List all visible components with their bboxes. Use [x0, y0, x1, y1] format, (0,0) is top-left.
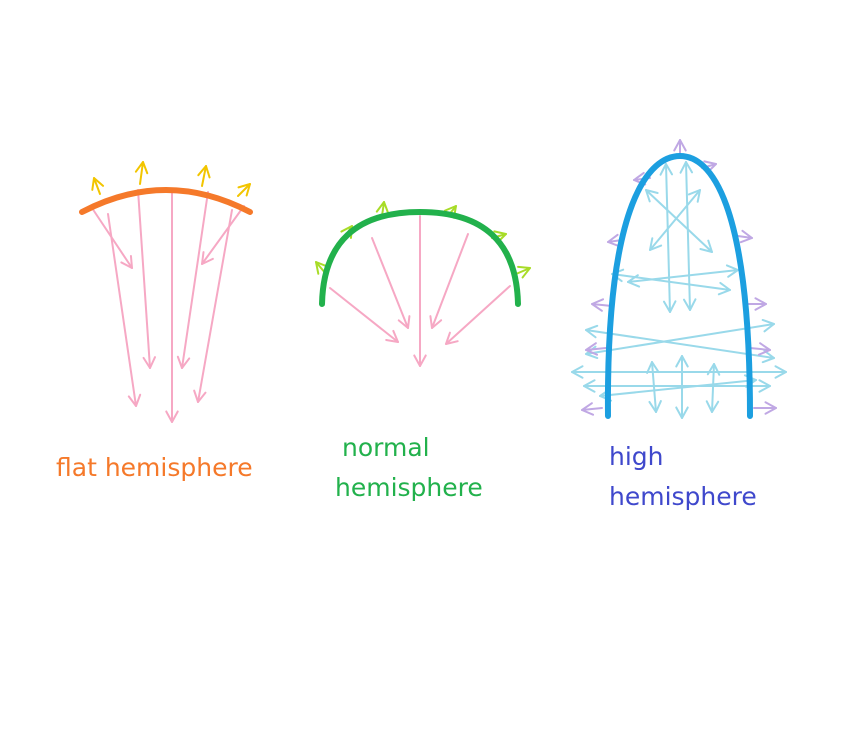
outward-ray-arrow-head: [197, 165, 211, 179]
normal-hemisphere-figure: [315, 201, 531, 367]
outward-ray-arrow: [515, 267, 531, 275]
inner-ray-arrow-head: [583, 379, 596, 393]
outward-ray-arrow: [201, 165, 207, 187]
inward-ray-arrow: [329, 287, 399, 343]
inner-ray-arrow-head: [706, 363, 721, 376]
inner-ray-arrow-head: [659, 163, 674, 176]
inner-ray-arrow-head: [774, 365, 787, 379]
outward-ray-arrow-head: [757, 342, 771, 356]
inward-ray-arrow: [107, 213, 137, 407]
normal-hemisphere-arc: [319, 208, 521, 307]
outward-ray-arrow: [93, 177, 101, 195]
inward-ray-arrow-head: [176, 355, 191, 369]
outward-ray-arrow-head: [134, 161, 149, 175]
inward-ray-arrow-head: [397, 315, 411, 329]
inner-ray-arrow: [627, 269, 739, 283]
flat-hemisphere-figure: [79, 161, 253, 423]
outward-ray-arrow-head: [237, 183, 251, 197]
outward-ray-arrow: [581, 407, 603, 411]
normal-hemisphere-label-line1: normal: [342, 433, 430, 462]
inward-ray-arrow-head: [385, 329, 399, 343]
high-hemisphere-figure: [571, 139, 787, 419]
inner-ray-arrow: [599, 379, 757, 397]
inner-ray-arrow-head: [717, 281, 731, 296]
inward-ray-arrow-head: [142, 356, 157, 369]
outward-ray-arrow-head: [591, 298, 605, 312]
inward-ray-arrow-head: [120, 255, 133, 269]
outward-ray-arrow: [749, 347, 771, 351]
inward-ray-arrow: [431, 233, 469, 329]
inward-ray-arrow-head: [413, 354, 427, 367]
flat-hemisphere-arc: [79, 187, 253, 215]
inner-ray-arrow-head: [571, 365, 584, 379]
inner-ray-arrow: [611, 273, 731, 291]
inward-ray-arrow: [371, 237, 409, 329]
inner-ray-arrow: [651, 361, 657, 413]
high-hemisphere-label-line1: high: [609, 442, 664, 471]
inner-ray-arrow-head: [761, 349, 775, 364]
inner-ray-arrow-head: [611, 268, 625, 283]
outward-ray-arrow-head: [764, 401, 777, 415]
inward-ray-arrow-head: [127, 393, 142, 407]
inner-ray-arrow-head: [646, 361, 660, 374]
outward-ray-arrow-head: [517, 265, 531, 279]
flat-hemisphere-label: flat hemisphere: [56, 453, 253, 482]
outward-ray-arrow: [591, 303, 613, 307]
outward-ray-arrow-head: [673, 139, 687, 152]
inner-ray-arrow: [685, 161, 691, 311]
inward-ray-arrow: [181, 191, 209, 369]
inner-ray-arrow-head: [679, 161, 694, 174]
inner-ray-arrow-head: [675, 355, 689, 368]
inner-ray-arrow-head: [662, 300, 677, 313]
high-hemisphere-arc: [604, 152, 753, 419]
inner-ray-arrow: [649, 189, 701, 251]
outward-ray-arrow-head: [739, 229, 753, 244]
outward-ray-arrow-head: [607, 233, 621, 248]
outward-ray-arrow-head: [315, 261, 329, 275]
outward-ray-arrow: [237, 183, 251, 197]
inner-ray-arrow-head: [705, 400, 720, 413]
inner-ray-arrow-head: [648, 400, 662, 413]
outward-ray-arrow-head: [754, 297, 767, 311]
inner-ray-arrow: [585, 329, 775, 359]
inner-ray-arrow-head: [585, 324, 599, 339]
outward-ray-arrow: [139, 161, 144, 185]
inner-ray-arrow-head: [682, 298, 697, 311]
inward-ray-arrow-head: [201, 251, 214, 265]
inner-ray-arrow: [585, 323, 775, 355]
inner-ray-arrow: [665, 163, 671, 313]
normal-hemisphere-label-line2: hemisphere: [335, 473, 483, 502]
inward-ray-arrow: [201, 205, 245, 265]
inward-ray-arrow: [445, 285, 511, 345]
inward-ray-arrow-head: [429, 315, 443, 329]
inner-ray-arrow-head: [687, 189, 701, 203]
outward-ray-arrow: [585, 347, 607, 351]
outward-ray-arrow-head: [581, 402, 595, 416]
inner-ray-arrow-head: [649, 237, 663, 251]
inner-ray-arrow-head: [699, 239, 713, 253]
inward-ray-arrow: [137, 189, 151, 369]
inner-ray-arrow-head: [725, 264, 739, 278]
high-hemisphere-label-line2: hemisphere: [609, 482, 757, 511]
inward-ray-arrow: [197, 209, 233, 403]
inner-ray-arrow-head: [675, 406, 689, 419]
inner-ray-arrow: [645, 189, 713, 253]
outward-ray-arrow: [737, 235, 753, 239]
outward-ray-arrow-head: [585, 342, 599, 356]
inward-ray-arrow-head: [165, 410, 179, 423]
inward-ray-arrow-head: [445, 331, 459, 345]
inner-ray-arrow: [711, 363, 715, 413]
inner-ray-arrow-head: [761, 318, 775, 333]
outward-ray-arrow-head: [375, 201, 390, 215]
inward-ray-arrow-head: [193, 389, 207, 403]
inner-ray-arrow-head: [758, 379, 771, 393]
outward-ray-arrow-head: [91, 177, 105, 191]
inner-ray-arrow-head: [645, 189, 659, 203]
